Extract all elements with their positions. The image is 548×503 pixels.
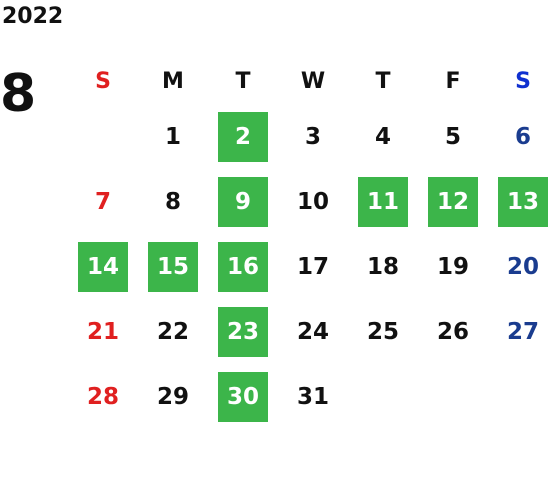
day-cell-16[interactable]: 16	[208, 234, 278, 299]
day-number: 20	[506, 253, 539, 280]
day-cell-13[interactable]: 13	[488, 169, 548, 234]
day-cell-26[interactable]: 26	[418, 299, 488, 364]
day-cell-3[interactable]: 3	[278, 104, 348, 169]
day-number: 30	[218, 371, 268, 422]
day-number	[428, 372, 478, 422]
day-number: 12	[428, 176, 478, 227]
day-number: 7	[94, 188, 111, 215]
weekday-header-sat: S	[515, 68, 531, 94]
day-cell-4[interactable]: 4	[348, 104, 418, 169]
day-cell-22[interactable]: 22	[138, 299, 208, 364]
day-number: 2	[218, 111, 268, 162]
day-number: 24	[296, 318, 329, 345]
day-cell-10[interactable]: 10	[278, 169, 348, 234]
day-number: 25	[366, 318, 399, 345]
day-cell-24[interactable]: 24	[278, 299, 348, 364]
day-cell-23[interactable]: 23	[208, 299, 278, 364]
day-number	[498, 372, 548, 422]
day-cell-27[interactable]: 27	[488, 299, 548, 364]
day-number: 21	[86, 318, 119, 345]
weekday-header-tue: T	[235, 68, 251, 94]
day-cell-1[interactable]: 1	[138, 104, 208, 169]
day-number: 8	[164, 188, 181, 215]
day-number	[358, 372, 408, 422]
weekday-header-fri: F	[445, 68, 461, 94]
day-cell-14[interactable]: 14	[68, 234, 138, 299]
day-cell-17[interactable]: 17	[278, 234, 348, 299]
day-cell-12[interactable]: 12	[418, 169, 488, 234]
day-cell-20[interactable]: 20	[488, 234, 548, 299]
day-number: 14	[78, 241, 128, 292]
weekday-header-thu: T	[375, 68, 391, 94]
calendar-year: 2022	[2, 4, 64, 29]
day-number: 23	[218, 306, 268, 357]
day-number: 16	[218, 241, 268, 292]
day-cell-6[interactable]: 6	[488, 104, 548, 169]
day-number: 4	[374, 123, 391, 150]
day-number: 17	[296, 253, 329, 280]
day-number: 5	[444, 123, 461, 150]
day-number: 28	[86, 383, 119, 410]
day-number	[78, 112, 128, 162]
day-number: 27	[506, 318, 539, 345]
day-number: 19	[436, 253, 469, 280]
day-cell-29[interactable]: 29	[138, 364, 208, 429]
weekday-header-sun: S	[95, 68, 111, 94]
day-number: 15	[148, 241, 198, 292]
day-cell-5[interactable]: 5	[418, 104, 488, 169]
day-cell-8[interactable]: 8	[138, 169, 208, 234]
day-number: 6	[514, 123, 531, 150]
day-cell-empty	[488, 364, 548, 429]
calendar-month: 8	[0, 64, 37, 124]
day-number: 11	[358, 176, 408, 227]
day-cell-15[interactable]: 15	[138, 234, 208, 299]
day-cell-9[interactable]: 9	[208, 169, 278, 234]
day-number: 18	[366, 253, 399, 280]
day-number: 13	[498, 176, 548, 227]
day-cell-28[interactable]: 28	[68, 364, 138, 429]
day-cell-empty	[68, 104, 138, 169]
day-cell-11[interactable]: 11	[348, 169, 418, 234]
day-number: 10	[296, 188, 329, 215]
day-cell-empty	[348, 364, 418, 429]
day-cell-30[interactable]: 30	[208, 364, 278, 429]
day-cell-empty	[418, 364, 488, 429]
day-cell-7[interactable]: 7	[68, 169, 138, 234]
day-cell-31[interactable]: 31	[278, 364, 348, 429]
day-number: 3	[304, 123, 321, 150]
day-number: 29	[156, 383, 189, 410]
weekday-header-wed: W	[300, 68, 326, 94]
weekday-header-mon: M	[162, 68, 184, 94]
day-number: 22	[156, 318, 189, 345]
day-number: 9	[218, 176, 268, 227]
day-number: 31	[296, 383, 329, 410]
day-number: 26	[436, 318, 469, 345]
day-cell-2[interactable]: 2	[208, 104, 278, 169]
day-cell-19[interactable]: 19	[418, 234, 488, 299]
day-number: 1	[164, 123, 181, 150]
day-cell-18[interactable]: 18	[348, 234, 418, 299]
day-cell-21[interactable]: 21	[68, 299, 138, 364]
day-cell-25[interactable]: 25	[348, 299, 418, 364]
